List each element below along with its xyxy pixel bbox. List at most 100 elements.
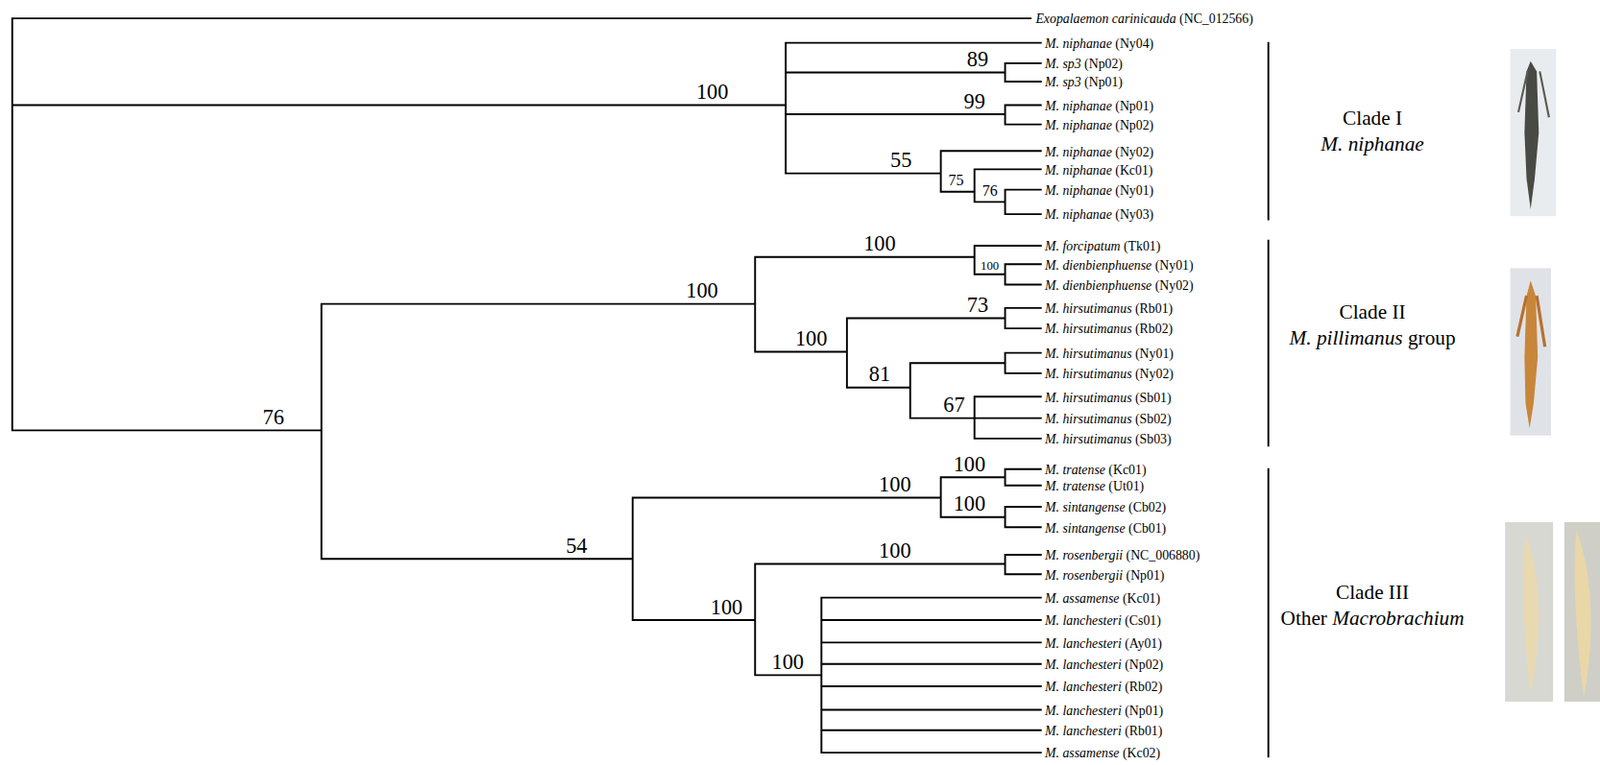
text-part: 100 xyxy=(696,78,728,104)
text-part: group xyxy=(1403,326,1456,349)
text-part: M. hirsutimanus xyxy=(1044,411,1133,427)
taxon-label: M. lanchesteri (Np02) xyxy=(1044,657,1164,672)
bootstrap-value: 100 xyxy=(953,453,986,475)
text-part: Clade I xyxy=(1342,106,1403,129)
bootstrap-value: 100 xyxy=(696,80,728,102)
taxon-label: M. tratense (Kc01) xyxy=(1044,462,1147,477)
text-part: 100 xyxy=(863,231,896,257)
clade-label: Other Macrobrachium xyxy=(1281,607,1465,629)
text-part: M. lanchesteri xyxy=(1044,634,1122,651)
bootstrap-value: 76 xyxy=(263,406,285,428)
shrimp-photos xyxy=(1504,48,1600,703)
clade-bars xyxy=(1267,43,1270,758)
bootstrap-value: 100 xyxy=(772,651,804,673)
text-part: (Ny02) xyxy=(1151,276,1193,292)
text-part: (Kc01) xyxy=(1105,461,1147,478)
text-part: 89 xyxy=(967,46,989,72)
bootstrap-value: 54 xyxy=(565,534,587,557)
taxon-label: M. hirsutimanus (Ny02) xyxy=(1044,366,1174,381)
text-part: (Cb01) xyxy=(1125,519,1167,535)
text-part: M. tratense xyxy=(1044,461,1106,478)
text-part: M. hirsutimanus xyxy=(1044,320,1133,337)
text-part: (Ay01) xyxy=(1121,634,1163,651)
text-part: M. niphanae xyxy=(1044,182,1113,198)
text-part: M. sp3 xyxy=(1044,73,1082,90)
text-part: 100 xyxy=(795,325,827,351)
text-part: (Ny04) xyxy=(1112,35,1154,51)
text-part: (Sb03) xyxy=(1132,431,1172,447)
text-part: (Ny01) xyxy=(1151,256,1193,272)
text-part: (Np01) xyxy=(1122,566,1164,582)
bootstrap-value: 100 xyxy=(795,328,827,350)
taxon-label: M. hirsutimanus (Sb03) xyxy=(1044,432,1172,446)
bootstrap-value: 89 xyxy=(967,48,989,70)
text-part: (Cs01) xyxy=(1121,612,1162,629)
taxon-label: M. assamense (Kc01) xyxy=(1044,591,1161,606)
text-part: (Kc01) xyxy=(1112,161,1154,177)
text-part: M. niphanae xyxy=(1044,143,1113,159)
taxon-label: M. lanchesteri (Rb02) xyxy=(1044,679,1163,694)
text-part: (Sb01) xyxy=(1132,388,1172,405)
taxon-label: M. rosenbergii (NC_006880) xyxy=(1044,548,1200,562)
text-part: (Np01) xyxy=(1081,73,1123,90)
bootstrap-value: 100 xyxy=(878,540,911,562)
bootstrap-value: 55 xyxy=(890,149,912,171)
taxon-label: M. lanchesteri (Cs01) xyxy=(1044,613,1162,628)
text-part: (Rb01) xyxy=(1132,300,1174,316)
text-part: M. niphanae xyxy=(1044,161,1113,177)
text-part: M. niphanae xyxy=(1044,96,1113,113)
text-part: Clade II xyxy=(1339,299,1407,322)
text-part: Clade III xyxy=(1335,581,1409,604)
clade-label: M. pillimanus group xyxy=(1289,327,1456,348)
text-part: (Np02) xyxy=(1112,117,1154,133)
taxon-label: M. sintangense (Cb02) xyxy=(1044,500,1166,514)
text-part: M. niphanae xyxy=(1320,132,1424,155)
text-part: M. sintangense xyxy=(1044,499,1126,515)
clade-label: Clade III xyxy=(1335,581,1409,603)
text-part: (Np01) xyxy=(1112,96,1154,113)
text-part: M. lanchesteri xyxy=(1044,656,1122,673)
bootstrap-value: 73 xyxy=(967,294,989,316)
text-part: 67 xyxy=(943,392,965,418)
text-part: M. niphanae xyxy=(1044,206,1113,222)
text-part: M. assamense xyxy=(1044,745,1119,761)
bootstrap-value: 81 xyxy=(869,363,891,386)
text-part: (Ny02) xyxy=(1132,365,1174,382)
text-part: 100 xyxy=(980,258,999,273)
clade-label: Clade II xyxy=(1339,300,1407,321)
text-part: M. hirsutimanus xyxy=(1044,365,1133,382)
taxon-label: M. hirsutimanus (Sb02) xyxy=(1044,412,1172,426)
text-part: (NC_006880) xyxy=(1122,547,1200,563)
text-part: (Tk01) xyxy=(1120,238,1162,254)
taxon-label: M. niphanae (Kc01) xyxy=(1044,162,1153,176)
text-part: Exopalaemon carinicauda xyxy=(1035,10,1176,26)
text-part: (Sb02) xyxy=(1132,411,1172,427)
taxon-label: M. dienbienphuense (Ny01) xyxy=(1044,257,1194,271)
text-part: 100 xyxy=(710,594,743,620)
text-part: (Ny01) xyxy=(1112,182,1154,198)
bootstrap-value: 100 xyxy=(685,280,718,302)
taxon-label: M. sintangense (Cb01) xyxy=(1044,520,1166,534)
text-part: 73 xyxy=(967,291,989,317)
taxon-label: M. tratense (Ut01) xyxy=(1044,479,1144,493)
text-part: (Kc02) xyxy=(1118,745,1161,761)
text-part: 54 xyxy=(565,533,587,558)
taxon-label: M. lanchesteri (Ay01) xyxy=(1044,635,1163,650)
text-part: M. lanchesteri xyxy=(1044,678,1122,695)
text-part: M. dienbienphuense xyxy=(1044,256,1152,272)
taxon-label: M. rosenbergii (Np01) xyxy=(1044,567,1164,582)
taxon-label: Exopalaemon carinicauda (NC_012566) xyxy=(1035,11,1253,25)
taxon-label: M. sp3 (Np02) xyxy=(1044,56,1123,71)
text-part: M. forcipatum xyxy=(1044,238,1121,254)
text-part: (Rb02) xyxy=(1132,320,1174,337)
text-part: 100 xyxy=(953,451,986,477)
text-part: M. hirsutimanus xyxy=(1044,300,1133,316)
text-part: (Cb02) xyxy=(1125,499,1167,515)
text-part: 100 xyxy=(953,491,986,517)
taxon-label: M. assamense (Kc02) xyxy=(1044,746,1161,760)
text-part: M. hirsutimanus xyxy=(1044,345,1133,362)
text-part: (Rb01) xyxy=(1121,723,1164,739)
text-part: (Kc01) xyxy=(1118,590,1161,607)
taxon-label: M. hirsutimanus (Rb01) xyxy=(1044,301,1173,316)
text-part: M. pillimanus xyxy=(1289,326,1404,349)
